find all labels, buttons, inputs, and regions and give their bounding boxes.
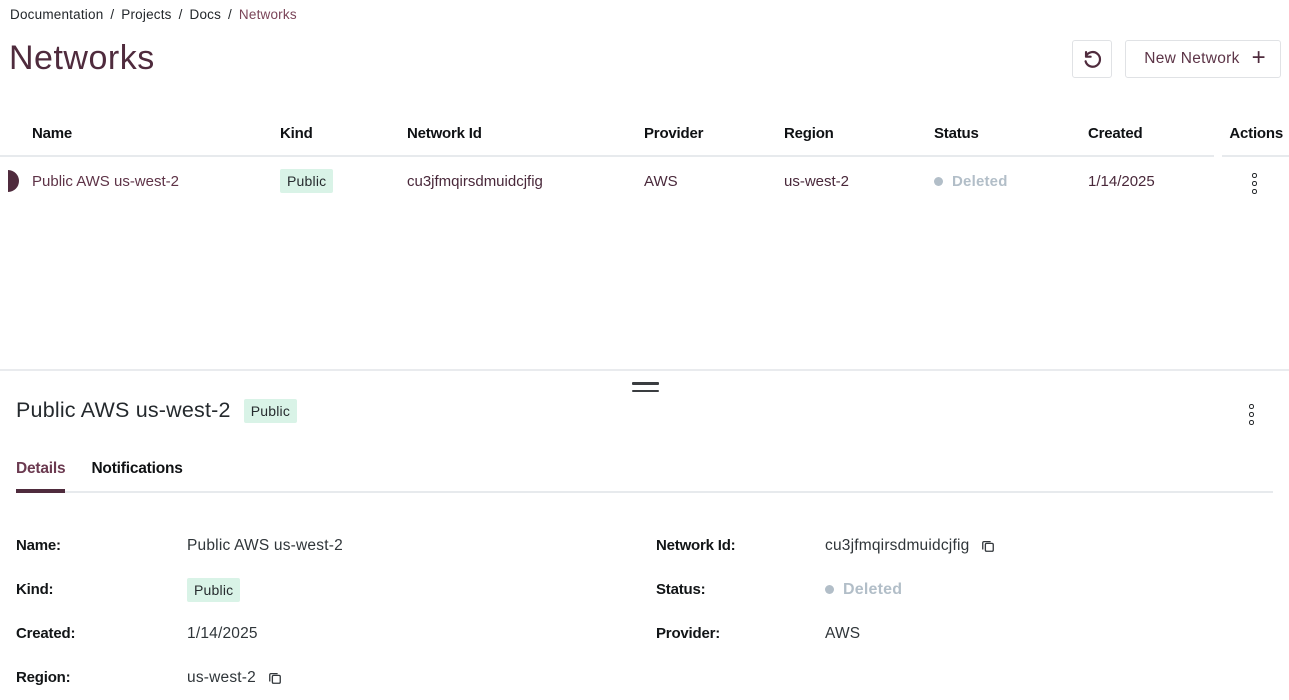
field-provider-value: AWS bbox=[825, 624, 861, 642]
refresh-button[interactable] bbox=[1072, 40, 1113, 78]
drawer-fields: Name: Public AWS us-west-2 Kind: Public … bbox=[16, 531, 1273, 692]
field-name-value: Public AWS us-west-2 bbox=[187, 536, 343, 554]
field-network-id-value: cu3jfmqirsdmuidcjfig bbox=[825, 536, 970, 554]
column-header-name: Name bbox=[32, 125, 73, 142]
page-title: Networks bbox=[9, 39, 155, 77]
breadcrumb-separator: / bbox=[228, 7, 232, 22]
breadcrumb-separator: / bbox=[178, 7, 183, 22]
drawer-title: Public AWS us-west-2 bbox=[16, 398, 231, 422]
field-created-label: Created: bbox=[16, 625, 76, 642]
table-row[interactable]: Public AWS us-west-2 Public cu3jfmqirsdm… bbox=[0, 155, 1289, 207]
kind-badge: Public bbox=[280, 169, 334, 193]
field-region-value: us-west-2 bbox=[187, 668, 256, 686]
breadcrumb-separator: / bbox=[110, 7, 115, 22]
cell-name[interactable]: Public AWS us-west-2 bbox=[32, 172, 179, 190]
row-actions-menu-icon[interactable] bbox=[1248, 169, 1261, 198]
breadcrumb-item-docs[interactable]: Docs bbox=[189, 7, 222, 22]
table-header-row: Name Kind Network Id Provider Region Sta… bbox=[0, 112, 1289, 157]
field-kind: Kind: Public bbox=[16, 575, 656, 604]
networks-table: Name Kind Network Id Provider Region Sta… bbox=[0, 112, 1289, 207]
breadcrumb-item-projects[interactable]: Projects bbox=[121, 7, 172, 22]
field-status: Status: Deleted bbox=[656, 575, 1273, 604]
field-created-value: 1/14/2025 bbox=[187, 624, 258, 642]
status-label: Deleted bbox=[952, 172, 1008, 190]
selected-row-indicator bbox=[8, 170, 19, 192]
field-network-id-label: Network Id: bbox=[656, 537, 736, 554]
new-network-button[interactable]: New Network + bbox=[1125, 40, 1281, 78]
cell-created: 1/14/2025 bbox=[1088, 172, 1155, 190]
column-header-created: Created bbox=[1088, 125, 1143, 142]
breadcrumb-item-documentation[interactable]: Documentation bbox=[10, 7, 104, 22]
column-header-network-id: Network Id bbox=[407, 125, 482, 142]
refresh-icon bbox=[1081, 48, 1103, 70]
field-provider: Provider: AWS bbox=[656, 619, 1273, 648]
drawer-header: Public AWS us-west-2 Public bbox=[16, 398, 1273, 425]
drawer-kind-badge: Public bbox=[243, 398, 298, 423]
drawer-resize-handle[interactable] bbox=[632, 382, 659, 397]
field-kind-badge: Public bbox=[187, 577, 241, 602]
header-divider bbox=[0, 155, 1289, 157]
field-status-label: Status: bbox=[656, 581, 706, 598]
toolbar: New Network + bbox=[1072, 40, 1281, 78]
column-header-kind: Kind bbox=[280, 125, 313, 142]
plus-icon: + bbox=[1251, 44, 1266, 71]
breadcrumb: Documentation / Projects / Docs / Networ… bbox=[10, 7, 297, 22]
tab-details[interactable]: Details bbox=[16, 460, 66, 493]
status-dot-icon bbox=[825, 585, 834, 594]
field-status-value: Deleted bbox=[843, 580, 903, 598]
cell-status: Deleted bbox=[934, 173, 1088, 190]
copy-icon[interactable] bbox=[268, 671, 282, 685]
tab-notifications[interactable]: Notifications bbox=[91, 460, 183, 477]
field-name: Name: Public AWS us-west-2 bbox=[16, 531, 656, 560]
drawer-tabs: Details Notifications bbox=[16, 460, 1273, 493]
column-header-region: Region bbox=[784, 125, 834, 142]
new-network-label: New Network bbox=[1144, 50, 1240, 67]
field-name-label: Name: bbox=[16, 537, 61, 554]
details-drawer: Public AWS us-west-2 Public Details Noti… bbox=[0, 369, 1289, 700]
field-created: Created: 1/14/2025 bbox=[16, 619, 656, 648]
cell-kind: Public bbox=[280, 169, 407, 193]
cell-network-id: cu3jfmqirsdmuidcjfig bbox=[407, 172, 543, 190]
field-region: Region: us-west-2 bbox=[16, 663, 656, 692]
column-header-status: Status bbox=[934, 125, 979, 142]
copy-icon[interactable] bbox=[981, 539, 995, 553]
status-dot-icon bbox=[934, 176, 943, 186]
cell-actions bbox=[1222, 165, 1283, 198]
breadcrumb-item-networks[interactable]: Networks bbox=[238, 7, 297, 22]
column-header-actions: Actions bbox=[1229, 125, 1283, 142]
field-kind-label: Kind: bbox=[16, 581, 54, 598]
drawer-actions-menu-icon[interactable] bbox=[1245, 400, 1258, 429]
field-provider-label: Provider: bbox=[656, 625, 721, 642]
cell-provider: AWS bbox=[644, 172, 678, 190]
column-header-provider: Provider bbox=[644, 125, 704, 142]
field-region-label: Region: bbox=[16, 669, 71, 686]
cell-region: us-west-2 bbox=[784, 172, 850, 190]
field-network-id: Network Id: cu3jfmqirsdmuidcjfig bbox=[656, 531, 1273, 560]
